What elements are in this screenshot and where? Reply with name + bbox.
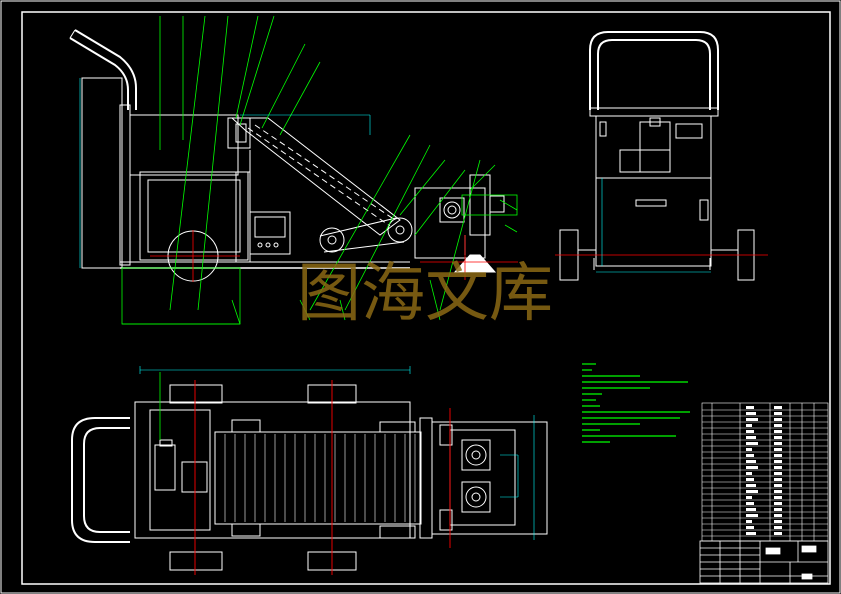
front-view [69, 29, 505, 282]
parts-list-cell-mark [746, 520, 752, 523]
top-view [71, 384, 548, 571]
parts-list-cell-mark [746, 406, 754, 409]
front-leaders [121, 15, 518, 325]
front-centerlines [150, 230, 518, 282]
watermark-text: 图海文库 [297, 257, 553, 331]
parts-list-cell-mark [774, 472, 782, 475]
parts-list-cell-mark [746, 460, 756, 463]
top-dimensions [139, 366, 535, 540]
title-block [699, 540, 829, 584]
parts-list-cell-mark [774, 448, 782, 451]
parts-list-cell-mark [774, 508, 782, 511]
parts-list-cell-mark [774, 424, 782, 427]
top-centerlines [194, 380, 451, 575]
parts-list-cell-mark [746, 508, 756, 511]
parts-list-cell-mark [774, 526, 782, 529]
side-view [559, 31, 755, 281]
parts-list-cell-mark [774, 478, 782, 481]
parts-list-cell-mark [746, 418, 758, 421]
parts-list-cell-mark [774, 412, 782, 415]
parts-list-cell-mark [746, 454, 754, 457]
parts-list-cell-mark [746, 484, 756, 487]
parts-list-cell-mark [774, 490, 782, 493]
parts-list-cell-mark [746, 502, 754, 505]
parts-list-cell-mark [774, 418, 782, 421]
parts-list-cell-mark [746, 430, 754, 433]
parts-list-cell-mark [746, 448, 752, 451]
parts-list-cell-mark [774, 454, 782, 457]
parts-list-marks [746, 406, 782, 535]
parts-list-table [701, 402, 829, 542]
parts-list-cell-mark [774, 532, 782, 535]
parts-list-cell-mark [774, 484, 782, 487]
parts-list-cell-mark [746, 424, 752, 427]
parts-list-cell-mark [746, 490, 758, 493]
parts-list-cell-mark [746, 532, 756, 535]
parts-list-cell-mark [774, 436, 782, 439]
parts-list-cell-mark [774, 502, 782, 505]
parts-list-cell-mark [774, 460, 782, 463]
parts-list-cell-mark [746, 496, 752, 499]
parts-list-cell-mark [746, 514, 758, 517]
parts-list-cell-mark [746, 466, 758, 469]
parts-list-cell-mark [746, 412, 756, 415]
technical-notes [582, 363, 690, 443]
parts-list-cell-mark [774, 430, 782, 433]
parts-list-cell-mark [774, 520, 782, 523]
parts-list-cell-mark [774, 442, 782, 445]
parts-list-cell-mark [774, 496, 782, 499]
drawing-border-inner [21, 11, 831, 585]
parts-list-cell-mark [746, 526, 754, 529]
parts-list-cell-mark [746, 478, 754, 481]
front-dimensions [79, 78, 371, 268]
parts-list-cell-mark [746, 472, 752, 475]
side-dimensions [596, 178, 711, 273]
parts-list-cell-mark [774, 514, 782, 517]
parts-list-cell-mark [746, 442, 758, 445]
parts-list-cell-mark [774, 406, 782, 409]
parts-list-cell-mark [746, 436, 756, 439]
parts-list-cell-mark [774, 466, 782, 469]
